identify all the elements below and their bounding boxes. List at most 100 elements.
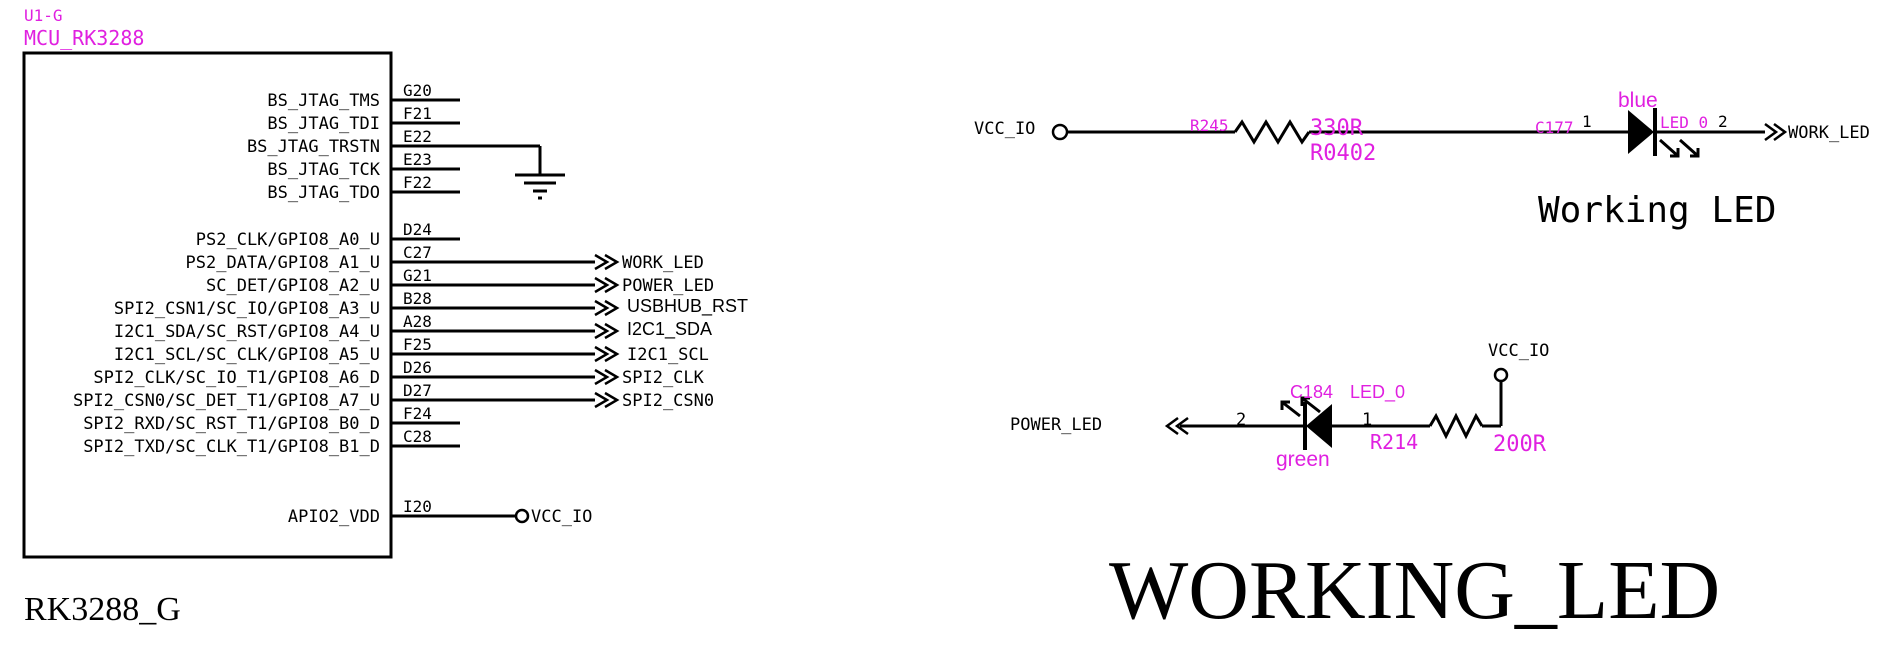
pin-label: SPI2_RXD/SC_RST_T1/GPIO8_B0_D	[83, 414, 380, 434]
pin-row: PS2_CLK/GPIO8_A0_U D24	[196, 220, 460, 250]
led-name: LED_0	[1660, 113, 1708, 132]
pin-number: A28	[403, 312, 432, 331]
pin-number: E23	[403, 150, 432, 169]
resistor-icon	[1233, 119, 1311, 145]
led-color: green	[1276, 448, 1330, 471]
net-labels: WORK_LED POWER_LED USBHUB_RST I2C1_SDA I…	[622, 253, 748, 411]
pin-number: F22	[403, 173, 432, 192]
pin-label: SPI2_CLK/SC_IO_T1/GPIO8_A6_D	[93, 368, 380, 388]
mcu-name: RK3288_G	[24, 591, 181, 628]
net-label: SPI2_CSN0	[622, 391, 714, 411]
resistor-package: R0402	[1310, 141, 1376, 166]
pin-label: SC_DET/GPIO8_A2_U	[206, 276, 380, 296]
net-label: SPI2_CLK	[622, 368, 705, 388]
pin-label: SPI2_TXD/SC_CLK_T1/GPIO8_B1_D	[83, 437, 380, 457]
led-color: blue	[1618, 89, 1658, 112]
pin-row: BS_JTAG_TMS G20	[267, 81, 460, 111]
net-label: WORK_LED	[622, 253, 704, 273]
led-icon	[1280, 396, 1332, 450]
pin-row: SPI2_CLK/SC_IO_T1/GPIO8_A6_D D26	[93, 358, 595, 388]
net-label: I2C1_SDA	[627, 319, 712, 340]
pin-label: BS_JTAG_TMS	[267, 91, 380, 111]
led-pin-number: 1	[1362, 410, 1372, 430]
ground-symbol	[515, 146, 565, 200]
work-led-circuit: VCC_IO R245 330R R0402 C177 1 blue LED_0…	[974, 89, 1870, 231]
power-port-icon	[514, 508, 530, 524]
pin-row: SPI2_TXD/SC_CLK_T1/GPIO8_B1_D C28	[83, 427, 460, 457]
resistor-ref: R214	[1370, 430, 1418, 454]
pin-row: PS2_DATA/GPIO8_A1_U C27	[186, 243, 595, 273]
pin-label: BS_JTAG_TDO	[267, 183, 380, 203]
pin-row: I2C1_SCL/SC_CLK/GPIO8_A5_U F25	[114, 335, 595, 365]
pin-row: BS_JTAG_TRSTN E22	[247, 127, 540, 157]
pin-row: SPI2_RXD/SC_RST_T1/GPIO8_B0_D F24	[83, 404, 460, 434]
net-arrow-icon	[594, 276, 620, 294]
resistor-ref: R245	[1190, 116, 1229, 135]
pin-row: BS_JTAG_TDO F22	[267, 173, 460, 203]
net-label: USBHUB_RST	[627, 296, 748, 317]
pin-label: I2C1_SCL/SC_CLK/GPIO8_A5_U	[114, 345, 380, 365]
net-label: I2C1_SCL	[627, 345, 709, 365]
led-ref: C177	[1535, 118, 1574, 137]
power-led-circuit: POWER_LED 2 C184 LED_0 green 1 VCC_IO R2…	[1010, 341, 1549, 471]
led-name: LED_0	[1350, 382, 1405, 403]
net-label: POWER_LED	[1010, 415, 1102, 435]
net-arrow-icon	[594, 345, 620, 363]
mcu-block: U1-G MCU_RK3288 BS_JTAG_TMS G20 BS_JTAG_…	[22, 6, 748, 628]
pin-label: SPI2_CSN0/SC_DET_T1/GPIO8_A7_U	[73, 391, 380, 411]
net-arrows	[594, 253, 620, 409]
pin-row: I2C1_SDA/SC_RST/GPIO8_A4_U A28	[114, 312, 595, 342]
pin-row: BS_JTAG_TCK E23	[267, 150, 460, 180]
pin-number: G21	[403, 266, 432, 285]
net-label: POWER_LED	[622, 276, 714, 296]
resistor-value: 330R	[1310, 116, 1364, 141]
power-port-icon	[1493, 367, 1509, 383]
pin-label: PS2_CLK/GPIO8_A0_U	[196, 230, 380, 250]
pin-number: D24	[403, 220, 432, 239]
pin-number: I20	[403, 497, 432, 516]
vcc-label: VCC_IO	[531, 507, 592, 527]
pin-label: I2C1_SDA/SC_RST/GPIO8_A4_U	[114, 322, 380, 342]
pin-number: E22	[403, 127, 432, 146]
pin-row: APIO2_VDD I20	[288, 497, 516, 527]
led-pin-number: 1	[1582, 112, 1592, 131]
net-arrow-icon	[594, 299, 620, 317]
led-pin-number: 2	[1718, 112, 1728, 131]
resistor-value: 200R	[1493, 432, 1547, 457]
vcc-label: VCC_IO	[974, 119, 1035, 139]
pin-number: F25	[403, 335, 432, 354]
mcu-ref: U1-G	[24, 6, 63, 25]
pin-number: D27	[403, 381, 432, 400]
mcu-part: MCU_RK3288	[24, 26, 144, 50]
mcu-body	[22, 51, 393, 559]
vcc-label: VCC_IO	[1488, 341, 1549, 361]
mcu-pins: BS_JTAG_TMS G20 BS_JTAG_TDI F21 BS_JTAG_…	[73, 81, 595, 527]
pin-row: SPI2_CSN1/SC_IO/GPIO8_A3_U B28	[114, 289, 595, 319]
pin-number: F21	[403, 104, 432, 123]
resistor-icon	[1428, 412, 1484, 440]
pin-row: SPI2_CSN0/SC_DET_T1/GPIO8_A7_U D27	[73, 381, 595, 411]
pin-number: C28	[403, 427, 432, 446]
net-arrow-icon	[1164, 416, 1189, 436]
power-port-icon	[1051, 123, 1069, 141]
pin-label: BS_JTAG_TCK	[267, 160, 380, 180]
pin-number: F24	[403, 404, 432, 423]
led-pin-number: 2	[1236, 410, 1246, 430]
pin-label: SPI2_CSN1/SC_IO/GPIO8_A3_U	[114, 299, 380, 319]
sheet-title: WORKING_LED	[1109, 544, 1720, 637]
pin-number: G20	[403, 81, 432, 100]
net-label: WORK_LED	[1788, 123, 1870, 143]
pin-number: D26	[403, 358, 432, 377]
pin-label: APIO2_VDD	[288, 507, 380, 527]
pin-number: C27	[403, 243, 432, 262]
pin-label: BS_JTAG_TDI	[267, 114, 380, 134]
pin-label: BS_JTAG_TRSTN	[247, 137, 380, 157]
net-arrow-icon	[594, 322, 620, 340]
circuit-caption: Working LED	[1538, 190, 1776, 231]
net-arrow-icon	[1764, 122, 1788, 142]
net-arrow-icon	[594, 368, 620, 386]
led-ref: C184	[1290, 382, 1333, 402]
pin-row: BS_JTAG_TDI F21	[267, 104, 460, 134]
